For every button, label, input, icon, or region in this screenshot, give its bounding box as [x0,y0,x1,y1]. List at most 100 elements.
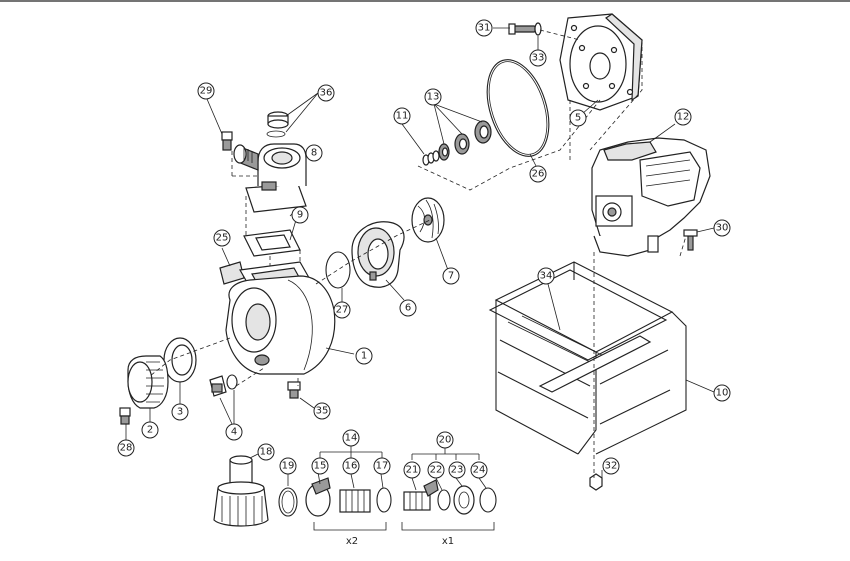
callout-30: 30 [713,219,731,237]
svg-text:1: 1 [361,351,367,362]
callout-19: 19 [279,457,297,475]
part-washer-33 [534,22,542,36]
callout-20: 20 [436,431,454,449]
svg-text:18: 18 [260,447,273,458]
svg-text:6: 6 [405,303,411,314]
svg-text:23: 23 [451,465,464,476]
part-mechanical-seal-13 [438,120,492,161]
svg-text:16: 16 [345,461,358,472]
callout-3: 3 [171,403,189,421]
callout-1: 1 [355,347,373,365]
kit-bracket-20 [401,448,495,531]
svg-text:36: 36 [320,88,333,99]
part-nut-32 [589,473,603,491]
part-oring-27 [325,251,351,289]
svg-text:35: 35 [316,406,329,417]
part-flap-25 [219,261,245,285]
part-oring-26 [486,59,550,157]
part-bolt-31 [508,23,536,35]
svg-text:34: 34 [540,271,553,282]
part-suction-flange-2 [127,355,169,409]
svg-text:19: 19 [282,461,295,472]
svg-text:13: 13 [427,92,440,103]
callout-32: 32 [602,457,620,475]
kit-14-quantity: x2 [346,536,358,547]
svg-text:33: 33 [532,53,545,64]
part-impeller-7 [411,197,445,243]
svg-text:21: 21 [406,465,419,476]
callout-33: 33 [529,49,547,67]
callout-8: 8 [305,144,323,162]
callout-15: 15 [311,457,329,475]
callout-27: 27 [333,301,351,319]
callout-10: 10 [713,384,731,402]
part-coupling-23 [453,485,475,515]
part-bolt-28 [119,407,131,425]
svg-text:9: 9 [297,210,303,221]
part-volute-6 [351,221,405,288]
callout-2: 2 [141,421,159,439]
callout-6: 6 [399,299,417,317]
callout-26: 26 [529,165,547,183]
callout-36: 36 [317,84,335,102]
part-drain-plug-4 [209,374,238,397]
callout-28: 28 [117,439,135,457]
svg-text:17: 17 [376,461,389,472]
callout-11: 11 [393,107,411,125]
callout-16: 16 [342,457,360,475]
svg-text:28: 28 [120,443,133,454]
part-gasket-17 [376,487,392,513]
callout-29: 29 [197,82,215,100]
svg-text:29: 29 [200,86,213,97]
part-hose-nipple-21 [403,479,439,511]
part-gasket-9 [243,229,301,257]
part-frame-10 [488,261,687,455]
assembly-centerlines [149,29,687,478]
part-hose-nipple-16 [339,489,371,513]
part-spring-11 [422,150,440,166]
svg-text:11: 11 [396,111,409,122]
callout-4: 4 [225,423,243,441]
svg-text:14: 14 [345,433,358,444]
svg-text:32: 32 [605,461,618,472]
svg-text:5: 5 [575,113,581,124]
callout-5: 5 [569,109,587,127]
kit-bracket-14 [313,446,387,531]
part-oring-22 [437,489,451,511]
svg-text:24: 24 [473,465,486,476]
svg-text:2: 2 [147,425,153,436]
svg-text:12: 12 [677,112,690,123]
callout-23: 23 [448,461,466,479]
callout-34: 34 [537,267,555,285]
svg-text:25: 25 [216,233,229,244]
svg-text:4: 4 [231,427,237,438]
part-plug-35 [287,381,301,399]
callout-31: 31 [475,19,493,37]
callout-18: 18 [257,443,275,461]
svg-text:20: 20 [439,435,452,446]
svg-text:3: 3 [177,407,183,418]
part-gasket-3 [163,337,197,383]
callout-13: 13 [424,88,442,106]
callout-9: 9 [291,206,309,224]
part-bolt-30 [683,229,698,251]
callout-21: 21 [403,461,421,479]
part-coupling-15 [305,477,331,517]
part-plug-29 [221,131,233,151]
callout-22: 22 [427,461,445,479]
svg-text:7: 7 [448,271,454,282]
callout-12: 12 [674,108,692,126]
part-pump-casing-1 [225,261,336,375]
svg-text:27: 27 [336,305,349,316]
svg-text:10: 10 [716,388,729,399]
part-cap-36 [266,111,289,138]
callout-7: 7 [442,267,460,285]
part-engine-12 [591,137,711,257]
part-adapter-plate-5 [559,13,643,111]
part-discharge-elbow-8 [233,143,307,213]
leader-lines [125,27,715,491]
svg-text:26: 26 [532,169,545,180]
callout-35: 35 [313,402,331,420]
svg-text:30: 30 [716,223,729,234]
